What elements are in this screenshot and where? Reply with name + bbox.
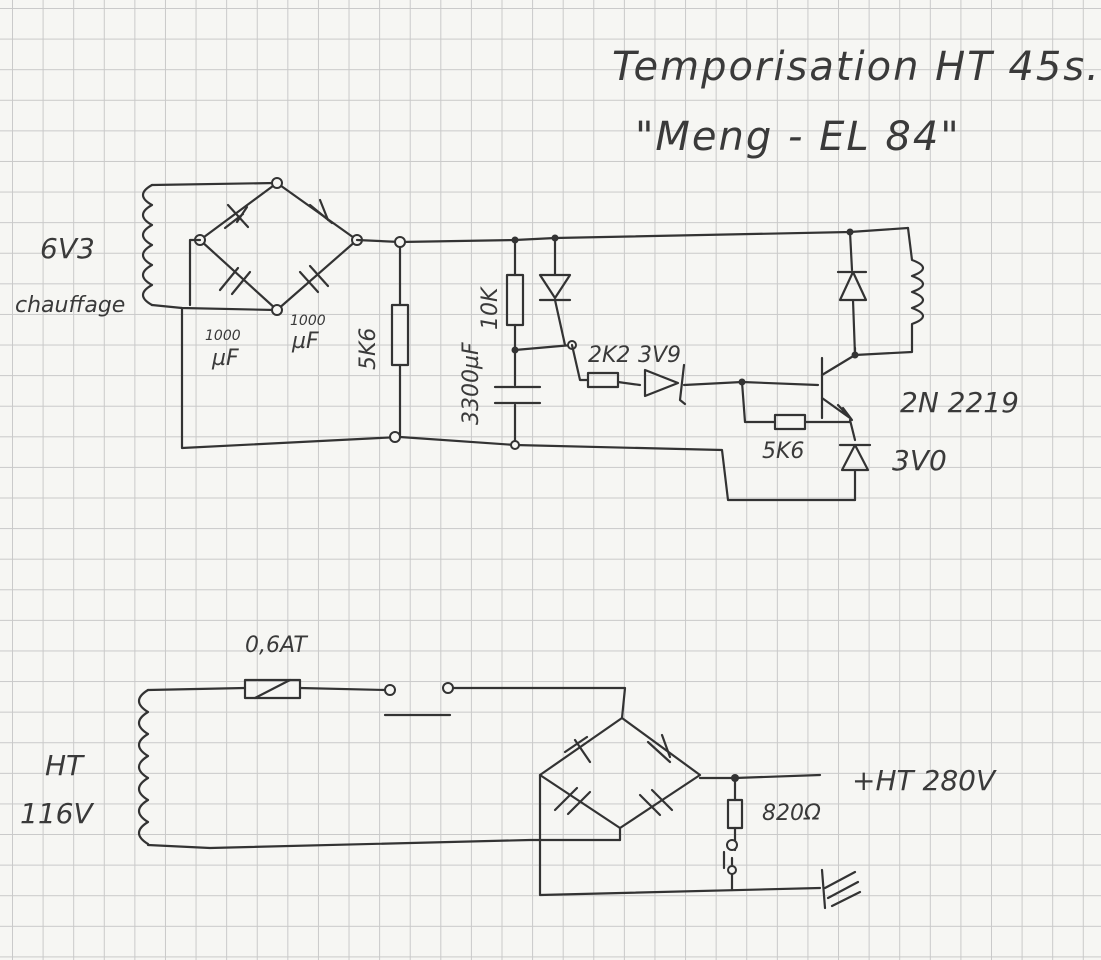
bridge-rectifier-top: [198, 181, 359, 312]
bridge-rectifier-bottom: [538, 716, 822, 897]
fuse-label: 0,6AT: [245, 633, 308, 658]
rc-link-wire: [513, 343, 574, 352]
zener-3v0-label: 3V0: [892, 444, 947, 477]
output-label: +HT 280V: [852, 764, 997, 797]
transistor-label: 2N 2219: [900, 386, 1019, 419]
resistor-10k-label: 10K: [478, 286, 503, 330]
collector-diode: [836, 230, 868, 357]
cap1-value: 1000: [205, 328, 241, 344]
resistor-5k6-vertical: [390, 240, 410, 439]
neon-indicator: [722, 839, 738, 892]
cap2-value: 1000: [290, 313, 326, 329]
node-cap-ground: [510, 440, 520, 450]
resistor-10k: [505, 238, 525, 352]
bridge-node-bottom: [271, 304, 283, 316]
resistor-2k2-label: 2K2: [588, 343, 630, 368]
cap2-unit: µF: [291, 329, 319, 354]
bridge-node-top: [271, 177, 283, 189]
capacitor-3300uf: [493, 348, 542, 447]
resistor-820-label: 820Ω: [762, 801, 821, 826]
resistor-2k2: [586, 371, 620, 389]
title-line-1: Temporisation HT 45s.: [612, 44, 1101, 90]
node-diode-top: [551, 234, 559, 242]
node-5k6-top: [394, 236, 406, 248]
diode-timing: [538, 236, 572, 347]
resistor-5k6-base-label: 5K6: [762, 439, 804, 464]
fuse: [243, 678, 387, 700]
relay-switch: [383, 682, 627, 720]
zener-3v0: [838, 418, 872, 502]
wire-to-2k2: [570, 343, 590, 382]
node-collector: [851, 351, 859, 359]
bridge-left-lead: [188, 238, 202, 307]
wire-to-base: [682, 380, 820, 387]
heater-voltage-label: 6V3: [40, 232, 95, 265]
relay-coil: [853, 226, 925, 357]
capacitor-3300uf-label: 3300µF: [459, 342, 484, 425]
output-wire: [698, 773, 822, 780]
heater-name-label: chauffage: [15, 293, 125, 318]
resistor-5k6-base: [773, 413, 807, 431]
ht-name-label: HT: [45, 749, 85, 782]
ht-winding: [137, 686, 622, 850]
resistor-5k6-label: 5K6: [356, 328, 381, 370]
resistor-820: [726, 776, 744, 852]
ht-voltage-label: 116V: [20, 797, 94, 830]
zener-3v9-label: 3V9: [638, 343, 681, 368]
transistor-2n2219: [820, 346, 857, 422]
node-5k6-bottom: [389, 431, 401, 443]
node-collector-top: [846, 228, 854, 236]
wire-base-resistor: [740, 380, 852, 424]
ground-symbol: [820, 868, 862, 910]
title-line-2: "Meng - EL 84": [635, 114, 961, 160]
zener-3v9: [616, 363, 687, 406]
node-10k-top: [511, 236, 519, 244]
cap1-unit: µF: [211, 346, 239, 371]
positive-rail-top: [355, 226, 910, 244]
